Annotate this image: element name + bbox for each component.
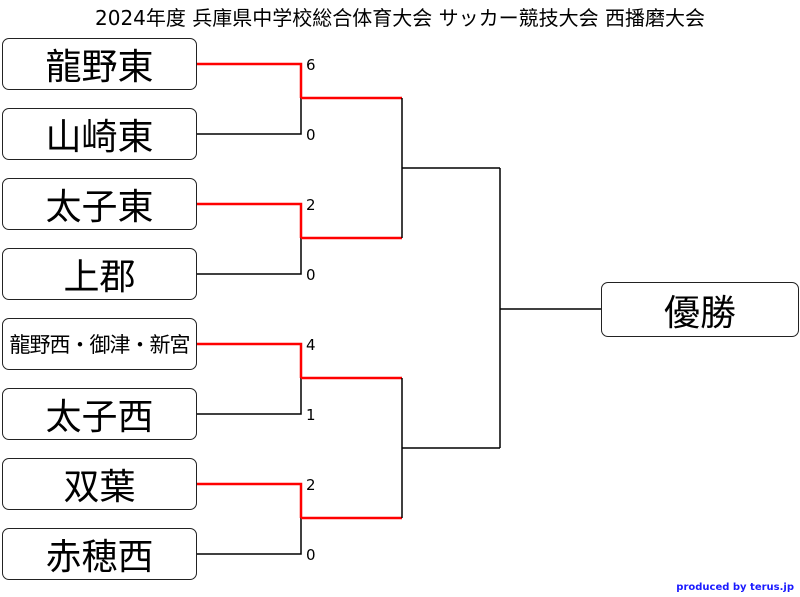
score-3: 2 bbox=[306, 196, 316, 214]
match-3-bottom-line bbox=[197, 378, 302, 415]
score-6: 1 bbox=[306, 406, 316, 424]
team-slot-2: 山崎東 bbox=[2, 108, 197, 160]
match-2-bottom-line bbox=[197, 238, 302, 275]
match-4-bottom-line bbox=[197, 518, 302, 555]
match-4-top-line bbox=[197, 482, 303, 518]
match-2-top-line bbox=[197, 202, 303, 238]
champion-box: 優勝 bbox=[601, 282, 799, 337]
page-title: 2024年度 兵庫県中学校総合体育大会 サッカー競技大会 西播磨大会 bbox=[95, 6, 705, 30]
team-slot-1: 龍野東 bbox=[2, 38, 197, 90]
team-slot-3: 太子東 bbox=[2, 178, 197, 230]
score-4: 0 bbox=[306, 266, 316, 284]
credit-text: produced by terus.jp bbox=[676, 582, 794, 593]
team-slot-6: 太子西 bbox=[2, 388, 197, 440]
team-slot-5: 龍野西・御津・新宮 bbox=[2, 318, 197, 370]
match-1-bottom-line bbox=[197, 98, 302, 135]
score-1: 6 bbox=[306, 56, 316, 74]
match-1-top-line bbox=[197, 62, 303, 98]
score-8: 0 bbox=[306, 546, 316, 564]
match-3-top-line bbox=[197, 342, 303, 378]
team-slot-8: 赤穂西 bbox=[2, 528, 197, 580]
score-7: 2 bbox=[306, 476, 316, 494]
team-slot-4: 上郡 bbox=[2, 248, 197, 300]
score-5: 4 bbox=[306, 336, 316, 354]
score-2: 0 bbox=[306, 126, 316, 144]
team-slot-7: 双葉 bbox=[2, 458, 197, 510]
